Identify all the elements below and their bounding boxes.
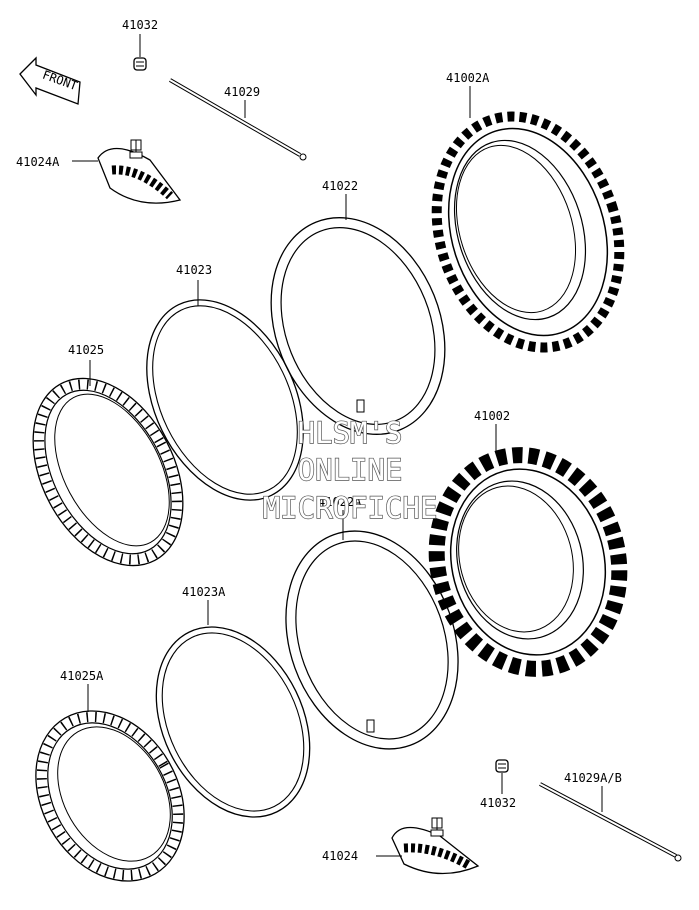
tire-41002 xyxy=(428,447,628,677)
tire-41002a xyxy=(431,111,625,353)
front-arrow-icon: FRONT xyxy=(19,56,81,105)
label-41032-bottom: 41032 xyxy=(480,796,516,810)
label-41025a: 41025A xyxy=(60,669,104,683)
tube-41022 xyxy=(270,217,446,435)
rim-41025 xyxy=(32,377,184,567)
watermark-line-2: ONLINE xyxy=(298,453,403,487)
label-41029ab: 41029A/B xyxy=(564,771,622,785)
rim-lock-41024 xyxy=(391,817,480,875)
label-41022: 41022 xyxy=(322,179,358,193)
label-41024a: 41024A xyxy=(16,155,60,169)
valve-cap-bottom xyxy=(495,759,509,773)
rod-41029 xyxy=(169,78,307,161)
label-41032-top: 41032 xyxy=(122,18,158,32)
label-41025: 41025 xyxy=(68,343,104,357)
label-41029: 41029 xyxy=(224,85,260,99)
tube-41022a xyxy=(285,530,459,750)
label-41022a: 41022A xyxy=(318,495,362,509)
label-41023: 41023 xyxy=(176,263,212,277)
watermark-line-1: HLSM'S xyxy=(298,416,403,450)
label-41002: 41002 xyxy=(474,409,510,423)
watermark-line-3: MICROFICHE xyxy=(263,491,438,525)
rim-band-41023 xyxy=(146,299,304,501)
label-41024: 41024 xyxy=(322,849,358,863)
rod-41029ab xyxy=(539,782,682,862)
label-41023a: 41023A xyxy=(182,585,226,599)
label-41002a: 41002A xyxy=(446,71,490,85)
rim-band-41023a xyxy=(155,626,311,818)
valve-cap-top xyxy=(133,57,147,71)
rim-41025a xyxy=(35,710,185,882)
rim-lock-41024a xyxy=(97,139,182,204)
